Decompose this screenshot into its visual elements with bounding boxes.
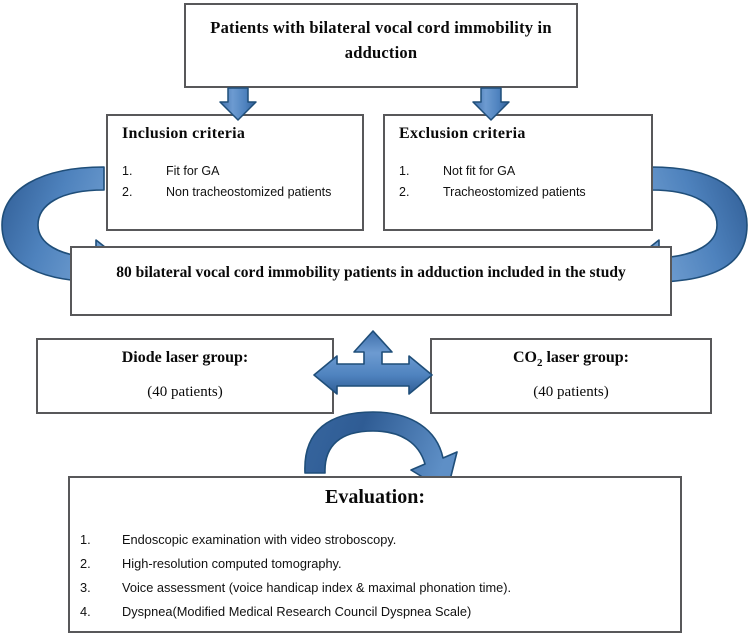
central-box-text: 80 bilateral vocal cord immobility patie… — [116, 264, 626, 281]
co2-group-title: CO2 laser group: — [432, 349, 710, 369]
list-item: 2. Tracheostomized patients — [399, 182, 645, 203]
list-item: 1. Endoscopic examination with video stro… — [80, 528, 672, 552]
list-item-label: Fit for GA — [166, 164, 220, 178]
list-item-label: Tracheostomized patients — [443, 185, 586, 199]
list-item: 3. Voice assessment (voice handicap index… — [80, 576, 672, 600]
list-item-number: 1. — [80, 532, 91, 547]
list-item-number: 1. — [122, 164, 133, 178]
list-item-label: Non tracheostomized patients — [166, 185, 332, 199]
exclusion-criteria-box: Exclusion criteria 1. Not fit for GA 2. Tr… — [383, 114, 653, 231]
evaluation-title: Evaluation: — [324, 486, 426, 508]
diode-group-subtitle: (40 patients) — [147, 384, 223, 400]
inclusion-heading: Inclusion criteria — [122, 125, 246, 142]
list-item: 2. Non tracheostomized patients — [122, 182, 356, 203]
list-item-number: 2. — [399, 185, 410, 199]
co2-group-subtitle: (40 patients) — [533, 384, 609, 400]
evaluation-list: 1. Endoscopic examination with video stro… — [80, 528, 672, 624]
list-item-number: 2. — [80, 556, 91, 571]
diode-group-title: Diode laser group: — [121, 349, 249, 366]
arrow-groups-to-evaluation — [304, 411, 458, 493]
list-item-label: Not fit for GA — [443, 164, 516, 178]
list-item-number: 4. — [80, 604, 91, 619]
top-box-text: Patients with bilateral vocal cord immob… — [210, 18, 552, 62]
list-item-number: 3. — [80, 580, 91, 595]
list-item: 4. Dyspnea(Modified Medical Research Coun… — [80, 600, 672, 624]
list-item-label: High-resolution computed tomography. — [122, 556, 342, 571]
co2-title-suffix: laser group: — [542, 349, 630, 366]
inclusion-criteria-box: Inclusion criteria 1. Fit for GA 2. Non tr… — [106, 114, 364, 231]
inclusion-list: 1. Fit for GA 2. Non tracheostomized patie… — [122, 161, 356, 203]
list-item-number: 1. — [399, 164, 410, 178]
diode-laser-group-box: Diode laser group: (40 patients) — [36, 338, 334, 414]
evaluation-box: Evaluation: 1. Endoscopic examination wit… — [68, 476, 682, 633]
list-item: 1. Not fit for GA — [399, 161, 645, 182]
central-included-patients-box: 80 bilateral vocal cord immobility patie… — [70, 246, 672, 316]
exclusion-heading: Exclusion criteria — [399, 125, 526, 142]
list-item-label: Voice assessment (voice handicap index &… — [122, 580, 512, 595]
list-item: 2. High-resolution computed tomography. — [80, 552, 672, 576]
list-item-number: 2. — [122, 185, 133, 199]
co2-title-prefix: CO — [512, 349, 537, 366]
exclusion-list: 1. Not fit for GA 2. Tracheostomized patie… — [399, 161, 645, 203]
co2-laser-group-box: CO2 laser group: (40 patients) — [430, 338, 712, 414]
list-item: 1. Fit for GA — [122, 161, 356, 182]
list-item-label: Endoscopic examination with video strobo… — [122, 532, 397, 547]
list-item-label: Dyspnea(Modified Medical Research Counci… — [122, 604, 472, 619]
top-box: Patients with bilateral vocal cord immob… — [184, 3, 578, 88]
co2-title-subscript: 2 — [536, 357, 543, 370]
